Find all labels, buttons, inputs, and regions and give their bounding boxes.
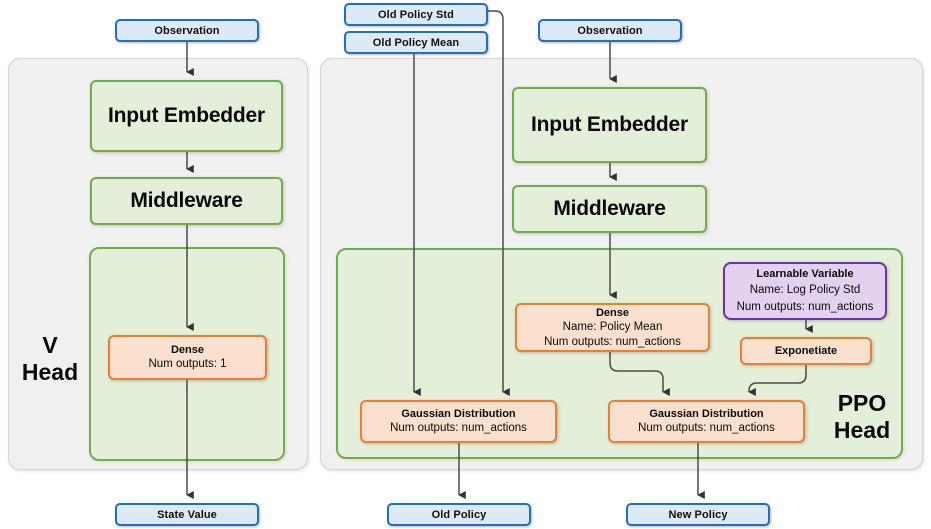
input-observation-v-label: Observation: [154, 24, 220, 37]
exponetiate-block[interactable]: Exponetiate: [740, 337, 872, 365]
gaussian-new-block[interactable]: Gaussian Distribution Num outputs: num_a…: [608, 400, 805, 443]
ppo-head-caption: PPO Head: [824, 390, 900, 444]
learnable-variable-line-1: Name: Log Policy Std: [749, 283, 861, 296]
ppo-dense-block[interactable]: Dense Name: Policy Mean Num outputs: num…: [515, 303, 710, 352]
ppo-head-caption-line2: Head: [833, 417, 891, 443]
ppo-middleware-block[interactable]: Middleware: [512, 185, 707, 233]
ppo-input-embedder-label: Input Embedder: [530, 113, 689, 136]
v-head-caption-line1: V: [42, 332, 58, 358]
v-input-embedder-label: Input Embedder: [107, 104, 266, 127]
v-dense-block[interactable]: Dense Num outputs: 1: [108, 335, 267, 380]
input-old-policy-std[interactable]: Old Policy Std: [344, 3, 488, 26]
output-old-policy[interactable]: Old Policy: [387, 503, 531, 526]
learnable-variable-block[interactable]: Learnable Variable Name: Log Policy Std …: [723, 262, 887, 320]
v-middleware-block[interactable]: Middleware: [90, 177, 283, 225]
gaussian-new-title: Gaussian Distribution: [649, 408, 764, 420]
ppo-dense-title: Dense: [595, 306, 630, 319]
input-observation-ppo[interactable]: Observation: [538, 19, 682, 42]
exponetiate-title: Exponetiate: [774, 345, 838, 357]
v-middleware-label: Middleware: [130, 189, 243, 212]
gaussian-old-block[interactable]: Gaussian Distribution Num outputs: num_a…: [360, 400, 557, 443]
output-new-policy-label: New Policy: [668, 508, 728, 521]
input-old-policy-std-label: Old Policy Std: [378, 8, 454, 21]
output-old-policy-label: Old Policy: [431, 508, 487, 521]
learnable-variable-title: Learnable Variable: [756, 267, 854, 280]
output-state-value-label: State Value: [157, 508, 217, 521]
v-input-embedder-block[interactable]: Input Embedder: [90, 80, 283, 152]
ppo-middleware-label: Middleware: [553, 197, 666, 220]
output-state-value[interactable]: State Value: [115, 503, 259, 526]
gaussian-old-title: Gaussian Distribution: [401, 408, 516, 420]
ppo-head-caption-line1: PPO: [837, 390, 887, 416]
learnable-variable-line-2: Num outputs: num_actions: [736, 300, 874, 313]
ppo-dense-line-2: Num outputs: num_actions: [544, 335, 681, 348]
ppo-input-embedder-block[interactable]: Input Embedder: [512, 87, 707, 163]
output-new-policy[interactable]: New Policy: [626, 503, 770, 526]
input-observation-ppo-label: Observation: [577, 24, 643, 37]
gaussian-old-line-1: Num outputs: num_actions: [390, 422, 527, 434]
v-dense-title: Dense: [170, 344, 205, 356]
input-old-policy-mean[interactable]: Old Policy Mean: [344, 31, 488, 54]
ppo-dense-line-1: Name: Policy Mean: [562, 320, 663, 333]
v-head-caption: V Head: [14, 332, 86, 386]
input-observation-v[interactable]: Observation: [115, 19, 259, 42]
gaussian-new-line-1: Num outputs: num_actions: [638, 422, 775, 434]
input-old-policy-mean-label: Old Policy Mean: [372, 36, 460, 49]
v-head-caption-line2: Head: [21, 359, 79, 385]
v-dense-line-1: Num outputs: 1: [148, 358, 227, 370]
